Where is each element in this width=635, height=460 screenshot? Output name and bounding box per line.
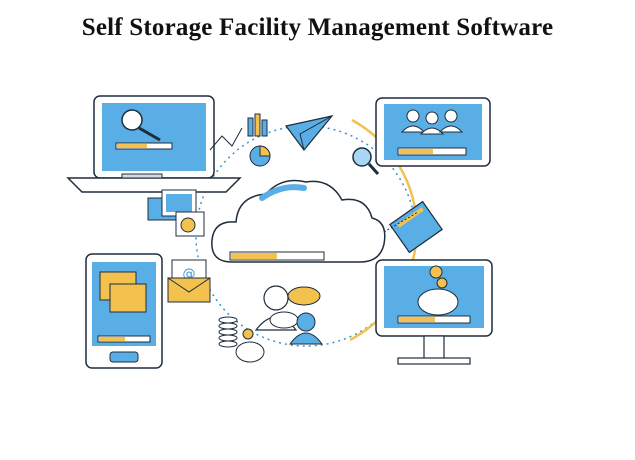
cloud-icon bbox=[211, 179, 386, 263]
chart-icon bbox=[209, 113, 271, 167]
tablet-icon bbox=[85, 253, 163, 369]
notebook-icon bbox=[383, 200, 443, 254]
photo-stack-icon bbox=[147, 189, 205, 237]
coins-icon bbox=[218, 316, 238, 348]
email-icon: @ bbox=[167, 259, 211, 303]
page-title: Self Storage Facility Management Softwar… bbox=[81, 14, 554, 41]
magnifier-icon bbox=[352, 147, 380, 176]
monitor-piggy-icon bbox=[375, 259, 493, 365]
laptop-search-icon bbox=[66, 95, 242, 193]
piggy-bank-icon bbox=[235, 328, 265, 363]
chat-user-icon bbox=[254, 285, 323, 345]
paper-plane-icon bbox=[284, 115, 334, 151]
users-monitor-icon bbox=[375, 97, 491, 167]
